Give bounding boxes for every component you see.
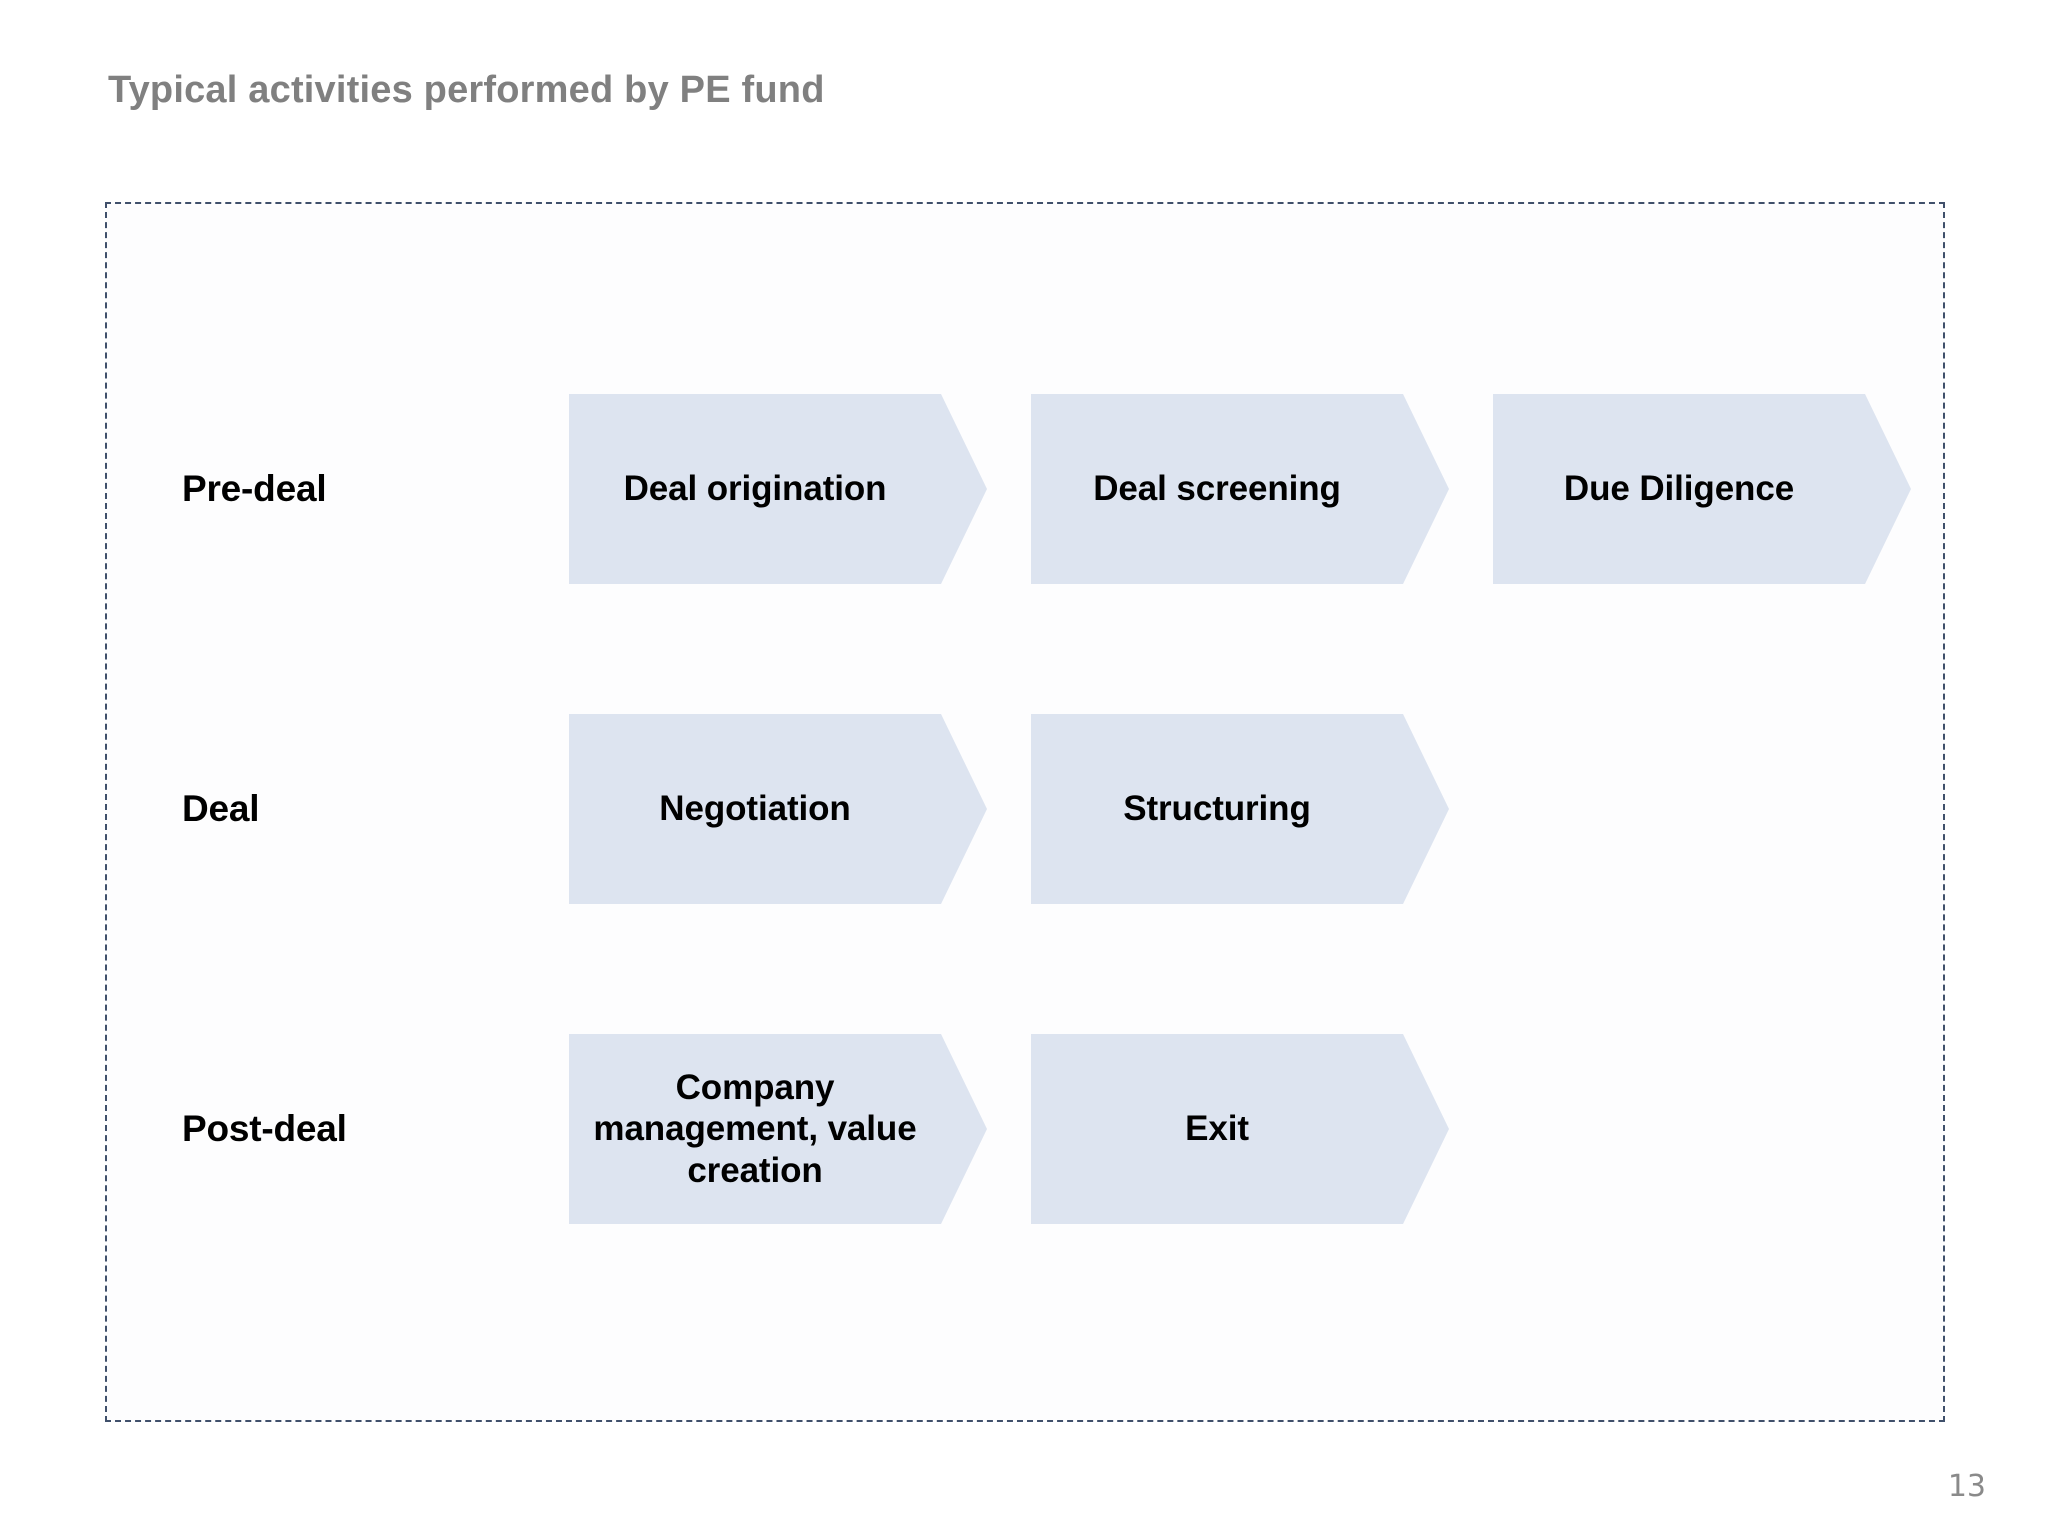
stage-arrow-label: Company management, value creation bbox=[593, 1068, 917, 1190]
content-frame: Pre-deal Deal origination Deal screening… bbox=[105, 202, 1945, 1422]
stage-row-deal: Deal Negotiation Structuring bbox=[107, 714, 1943, 904]
process-diagram: Pre-deal Deal origination Deal screening… bbox=[107, 204, 1943, 1420]
stage-row-post-deal: Post-deal Company management, value crea… bbox=[107, 1034, 1943, 1224]
stage-arrow-company-management[interactable]: Company management, value creation bbox=[569, 1034, 987, 1224]
stage-arrow-label: Due Diligence bbox=[1563, 469, 1795, 509]
stage-arrow-due-diligence[interactable]: Due Diligence bbox=[1493, 394, 1911, 584]
stage-arrow-label: Deal origination bbox=[623, 469, 887, 509]
stage-arrow-structuring[interactable]: Structuring bbox=[1031, 714, 1449, 904]
stage-row-pre-deal: Pre-deal Deal origination Deal screening… bbox=[107, 394, 1943, 584]
stage-arrow-negotiation[interactable]: Negotiation bbox=[569, 714, 987, 904]
page-title: Typical activities performed by PE fund bbox=[108, 69, 825, 111]
stage-arrow-label: Negotiation bbox=[659, 789, 851, 829]
stage-arrow-label: Structuring bbox=[1123, 789, 1311, 829]
stage-label-post-deal: Post-deal bbox=[182, 1108, 347, 1149]
stage-arrow-label: Deal screening bbox=[1093, 469, 1341, 509]
page-number: 13 bbox=[1947, 1469, 1986, 1504]
stage-label-pre-deal: Pre-deal bbox=[182, 468, 327, 509]
stage-arrow-deal-screening[interactable]: Deal screening bbox=[1031, 394, 1449, 584]
stage-arrow-exit[interactable]: Exit bbox=[1031, 1034, 1449, 1224]
stage-label-deal: Deal bbox=[182, 788, 260, 829]
stage-arrow-label: Exit bbox=[1185, 1109, 1249, 1149]
stage-arrow-deal-origination[interactable]: Deal origination bbox=[569, 394, 987, 584]
